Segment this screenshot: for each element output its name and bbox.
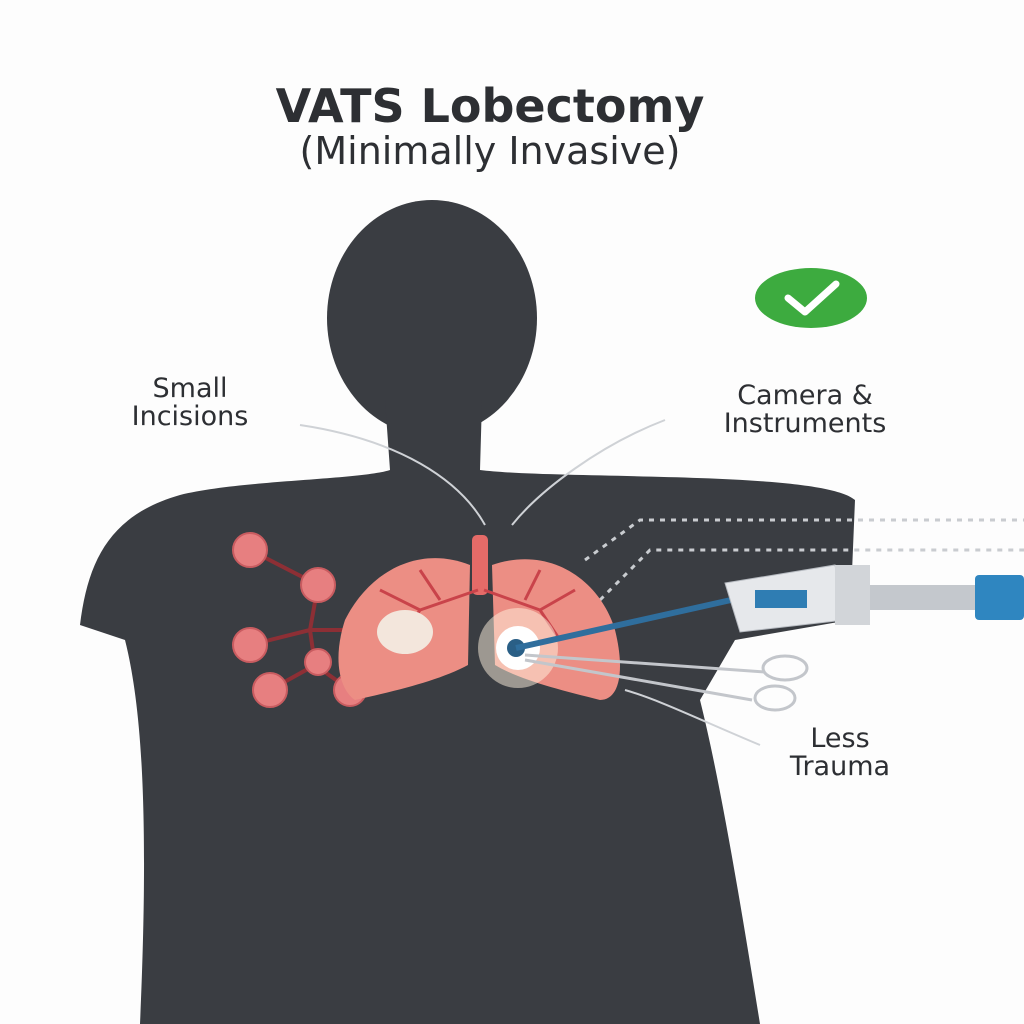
check-badge-icon <box>755 268 867 328</box>
dotted-guide-lines <box>584 518 1024 602</box>
label-line: Trauma <box>789 751 891 783</box>
surgical-scissors-icon <box>524 653 809 712</box>
label-line: Camera & <box>737 380 873 411</box>
diagram-title: VATS Lobectomy <box>275 79 705 133</box>
label-small-incisions: Small Incisions <box>70 373 310 433</box>
label-line: Incisions <box>131 401 249 433</box>
label-less-trauma: Less Trauma <box>770 723 910 783</box>
label-line: Instruments <box>723 408 887 440</box>
diagram-subtitle: (Minimally Invasive) <box>299 129 681 173</box>
label-camera-instruments: Camera & Instruments <box>660 380 950 440</box>
thoracoscope-camera-icon <box>515 564 1024 651</box>
label-line: Small <box>152 373 228 404</box>
label-line: Less <box>810 723 870 754</box>
body-silhouette <box>80 200 855 1024</box>
pointer-arrows <box>299 419 761 746</box>
incision-sites <box>232 532 367 708</box>
